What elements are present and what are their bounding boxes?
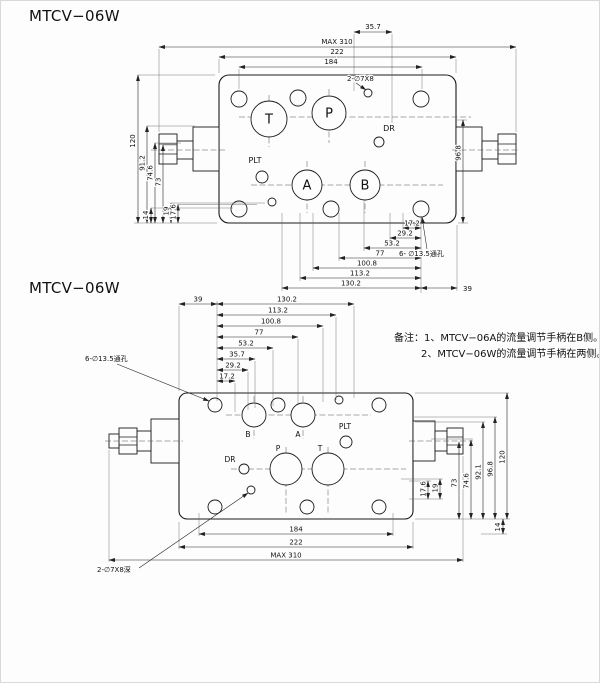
dim-77: 77 — [376, 250, 385, 258]
dim-184: 184 — [289, 526, 303, 534]
port-label-plt: PLT — [339, 422, 352, 431]
dim-100-8: 100.8 — [357, 260, 377, 268]
remarks: 备注：1、MTCV−06A的流量调节手柄在B侧。 2、MTCV−06W的流量调节… — [394, 331, 600, 360]
dim-100-8: 100.8 — [261, 318, 281, 326]
dim-130-2: 130.2 — [277, 296, 297, 304]
remark-line-1: 备注：1、MTCV−06A的流量调节手柄在B侧。 — [394, 331, 600, 344]
remark-line-2: 2、MTCV−06W的流量调节手柄在两侧。 — [421, 347, 600, 360]
dim-17-2: 17.2 — [219, 373, 235, 381]
dim-77: 77 — [255, 329, 264, 337]
port-a — [291, 169, 323, 201]
port-label-a: A — [303, 179, 312, 194]
dim-29-2: 29.2 — [225, 362, 241, 370]
dim-74-6: 74.6 — [463, 473, 471, 489]
dim-17-2: 17.2 — [404, 220, 420, 228]
dim-91-2: 91.2 — [139, 155, 147, 171]
dim-14: 14 — [494, 522, 502, 531]
port-dr — [373, 136, 385, 148]
port-b — [241, 402, 267, 428]
bottom-view-labels: B A P T PLT DR 39 130.2 113.2 100.8 77 5… — [84, 294, 508, 575]
dim-74-6: 74.6 — [147, 165, 155, 181]
port-t — [250, 100, 288, 138]
dim-max310: MAX 310 — [321, 38, 352, 46]
dim-113-2: 113.2 — [350, 270, 370, 278]
port-t — [311, 452, 345, 486]
hole-note-2x7x8: 2-∅7X8深 — [97, 565, 131, 574]
mounting-holes — [207, 395, 387, 515]
dim-17-6: 17.6 — [170, 204, 178, 220]
dim-39: 39 — [194, 296, 203, 304]
port-label-a: A — [295, 430, 301, 439]
top-view-geometry — [151, 74, 520, 224]
dim-39: 39 — [463, 285, 472, 293]
hole-note-6x13-5: 6- ∅13.5通孔 — [399, 249, 444, 258]
dim-19: 19 — [163, 207, 171, 216]
page-title-top: MTCV−06W — [29, 7, 120, 25]
port-a — [290, 402, 316, 428]
port-label-plt: PLT — [248, 156, 261, 165]
port-p — [311, 95, 347, 131]
port-label-p: P — [325, 107, 333, 122]
dim-222: 222 — [330, 48, 343, 56]
port-label-b: B — [361, 179, 370, 194]
dim-73: 73 — [451, 479, 459, 488]
dim-19: 19 — [432, 484, 440, 493]
dim-max310: MAX 310 — [270, 552, 301, 560]
hole-note-6x13-5: 6-∅13.5通孔 — [85, 354, 128, 363]
dim-17-6: 17.6 — [420, 481, 428, 497]
bottom-view: B A P T PLT DR 39 130.2 113.2 100.8 77 5… — [84, 294, 510, 575]
dim-222: 222 — [289, 539, 302, 547]
bottom-view-geometry — [105, 392, 473, 520]
top-view-dimension-lines — [134, 30, 517, 293]
hole-note-2x7x8: 2-∅7X8 — [347, 75, 374, 83]
port-plt — [255, 170, 269, 184]
dim-113-2: 113.2 — [268, 307, 288, 315]
top-view: T P A B DR PLT 35.7 MAX 310 222 184 2-∅7… — [128, 22, 520, 294]
dim-35-7: 35.7 — [229, 351, 245, 359]
left-adjuster — [158, 126, 220, 172]
dim-120: 120 — [499, 450, 507, 463]
mounting-holes — [230, 88, 430, 218]
port-plt — [339, 435, 353, 449]
port-label-dr: DR — [383, 124, 395, 133]
port-label-b: B — [245, 430, 250, 439]
dim-73: 73 — [155, 178, 163, 187]
dim-120: 120 — [129, 134, 137, 147]
dim-130-2: 130.2 — [341, 280, 361, 288]
port-b — [349, 169, 381, 201]
port-dr — [238, 463, 250, 475]
page-title-bottom: MTCV−06W — [29, 279, 120, 297]
dim-29-2: 29.2 — [397, 230, 413, 238]
port-label-p: P — [276, 444, 281, 453]
top-view-labels: T P A B DR PLT 35.7 MAX 310 222 184 2-∅7… — [128, 22, 473, 294]
dim-14: 14 — [142, 210, 150, 219]
dim-53-2: 53.2 — [238, 340, 254, 348]
dim-92-1: 92.1 — [475, 464, 483, 480]
bottom-view-dimension-lines — [108, 301, 510, 569]
dim-53-2: 53.2 — [384, 240, 400, 248]
port-p — [269, 452, 303, 486]
dim-184: 184 — [324, 58, 338, 66]
dim-96-8: 96.8 — [487, 461, 495, 477]
dim-35-7: 35.7 — [365, 23, 381, 31]
port-label-t: T — [317, 444, 323, 453]
port-label-dr: DR — [225, 455, 236, 464]
dim-96-8: 96.8 — [455, 145, 463, 161]
port-label-t: T — [264, 113, 273, 128]
right-adjuster — [455, 126, 517, 172]
